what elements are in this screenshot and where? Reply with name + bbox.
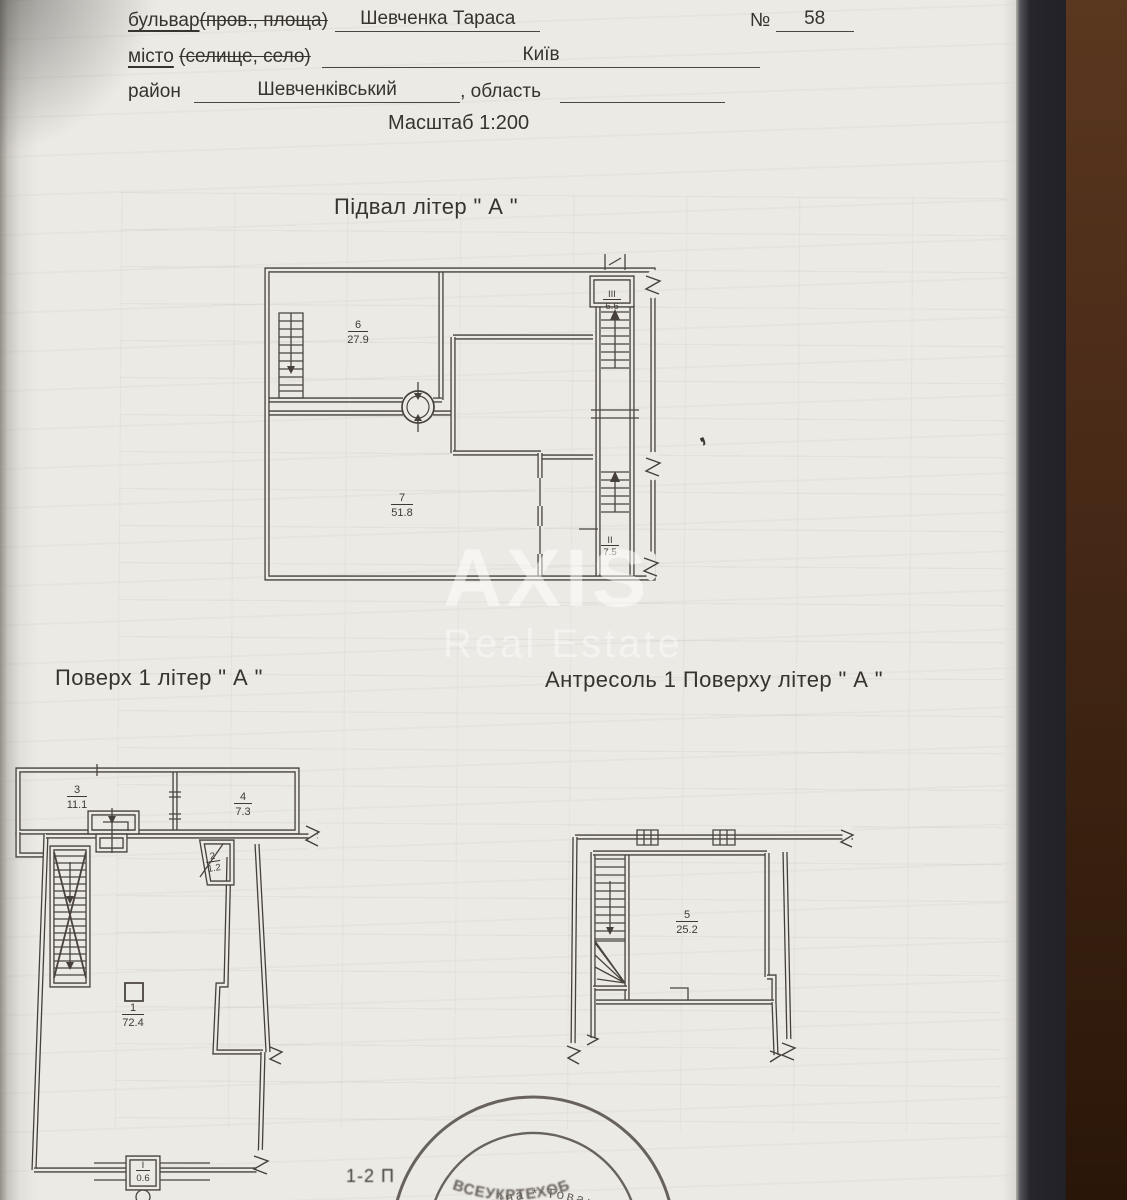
room-3-area: 11.1: [67, 799, 88, 811]
svg-text:ВСЕУКРТЕХОБ: ВСЕУКРТЕХОБ: [449, 1165, 573, 1200]
basement-partition-doors: [536, 478, 544, 554]
floor1-room-labels: 3 11.1 4 7.3 2 1.2 1 72.4 I 0.6: [67, 784, 252, 1184]
floor1-tear-marks: [252, 819, 321, 1177]
basement-walls: [264, 267, 656, 581]
room-5-number: 5: [684, 909, 690, 921]
mezzanine-tear-marks: [566, 825, 855, 1066]
room-III-area: 6.6: [605, 301, 618, 312]
room-II-number: II: [607, 535, 612, 546]
floor1-walls: [15, 767, 318, 1173]
mezzanine-details: [594, 829, 736, 1000]
district-value: Шевченківський: [194, 79, 461, 103]
basement-tear-marks: [642, 269, 662, 581]
room-II-area: 7.5: [603, 547, 616, 558]
room-I-number: I: [142, 1160, 145, 1171]
floor1-floor-plan: 3 11.1 4 7.3 2 1.2 1 72.4 I 0.6: [15, 764, 321, 1200]
floor1-details: [53, 764, 224, 1200]
form-row-number: № 58: [750, 8, 854, 32]
basement-title: Підвал літер " А ": [334, 194, 519, 219]
basement-room-labels: 6 27.9 7 51.8 III 6.6 II 7.5: [347, 289, 621, 558]
photo-edge-brown-background: [1066, 0, 1127, 1200]
room-I-area: 0.6: [136, 1173, 149, 1184]
district-label: район: [128, 81, 181, 102]
number-value: 58: [775, 8, 854, 32]
basement-room6-stairs: [278, 312, 304, 399]
city-label-struck: (селище, село): [179, 46, 311, 67]
stamp-inner-text: ВСЕУКРТЕХОБ: [449, 1165, 573, 1200]
room-III-number: III: [608, 289, 616, 300]
street-label: бульвар: [128, 10, 200, 31]
city-value: Київ: [322, 44, 761, 68]
stamp-outer-ring: [390, 1095, 676, 1200]
watermark-realestate-text: Real Estate: [443, 622, 683, 666]
room-4-number: 4: [240, 791, 246, 803]
paper-page: бульвар(пров., площа) Шевченка Тараса № …: [0, 0, 1018, 1200]
room-5-area: 25.2: [676, 924, 697, 936]
photo-edge-dark-strip: [1016, 0, 1066, 1200]
form-row-street: бульвар(пров., площа) Шевченка Тараса: [128, 8, 541, 32]
room-2-number: 2: [209, 851, 216, 863]
typed-text-fragment: 1-2 П: [346, 1166, 395, 1186]
oblast-label: , область: [460, 81, 542, 102]
basement-floor-plan: 6 27.9 7 51.8 III 6.6 II 7.5: [264, 254, 662, 581]
round-stamp: м.Київ * Україна * Товарист ВСЕУКРТЕХОБ: [390, 1095, 676, 1200]
room-2-area: 1.2: [207, 862, 222, 875]
room-1-number: 1: [130, 1002, 136, 1014]
room-6-area: 27.9: [347, 334, 368, 346]
oblast-value: [560, 101, 726, 103]
mezzanine-room-labels: 5 25.2: [676, 909, 698, 936]
basement-round-vestibule: [401, 382, 435, 432]
mezzanine-walls: [570, 834, 853, 1056]
form-row-city: місто (селище, село) Київ: [128, 44, 761, 68]
form-row-district: район Шевченківський, область: [128, 79, 726, 103]
scale-note: Масштаб 1:200: [388, 112, 530, 134]
stray-ink-mark: ,: [690, 417, 709, 449]
number-label: №: [750, 10, 771, 31]
room-7-area: 51.8: [391, 507, 412, 519]
street-value: Шевченка Тараса: [335, 8, 541, 32]
mezzanine-floor-plan: 5 25.2: [566, 825, 855, 1066]
street-label-struck: (пров., площа): [199, 10, 328, 31]
room-1-area: 72.4: [122, 1017, 143, 1029]
room-6-number: 6: [355, 319, 361, 331]
basement-stair-shaft: [579, 254, 639, 530]
room-4-area: 7.3: [235, 806, 250, 818]
floor1-title: Поверх 1 літер " А ": [55, 665, 263, 690]
room-7-number: 7: [399, 492, 405, 504]
city-label: місто: [128, 46, 174, 67]
room-3-number: 3: [74, 784, 80, 796]
mezzanine-title: Антресоль 1 Поверху літер " А ": [545, 667, 884, 692]
stamp-inner-ring: [427, 1131, 640, 1200]
